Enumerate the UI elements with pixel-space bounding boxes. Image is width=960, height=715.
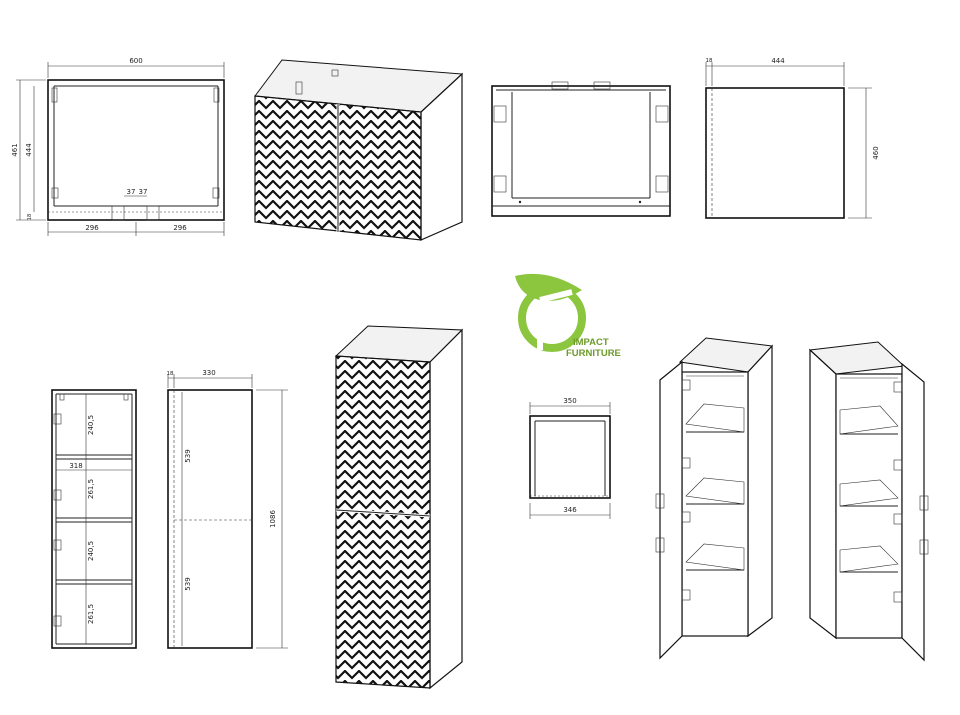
dim-tall-height: 1086	[269, 510, 277, 528]
dim-front-drain-left: 37	[127, 188, 136, 196]
dim-tall-side-depth: 330	[202, 369, 215, 377]
dim-front-drain-right: 37	[139, 188, 148, 196]
dim-tall-shelf-4: 261,5	[87, 604, 95, 624]
dim-side-depth: 444	[771, 57, 785, 65]
impact-furniture-logo-icon	[515, 273, 586, 352]
impact-furniture-logo: IMPACT FURNITURE	[515, 273, 621, 359]
dim-tall-shelf-2: 261,5	[87, 479, 95, 499]
dim-front-width: 600	[129, 57, 142, 65]
dim-front-bottom-gap: 18	[27, 214, 33, 220]
tall-cabinet-side-view: 18 330 539 539 1086	[167, 369, 288, 649]
tall-cabinet-open-left-view	[655, 337, 774, 660]
vanity-side-view: 18 444 460	[705, 57, 880, 219]
tall-cabinet-interior-view: 240,5 261,5 240,5 261,5 318	[51, 389, 137, 649]
tall-cabinet-top-view: 350 346	[529, 397, 611, 519]
dim-tall-side-panel: 18	[167, 371, 174, 377]
logo-line-2: FURNITURE	[566, 348, 621, 359]
logo-line-1: IMPACT	[573, 337, 609, 348]
dim-tall-door-lower: 539	[184, 577, 192, 590]
dim-top-inner: 346	[563, 506, 577, 514]
dim-side-height: 460	[872, 146, 880, 159]
dim-tall-shelf-3: 240,5	[87, 541, 95, 561]
tall-cabinet-open-right-view	[808, 341, 929, 662]
vanity-interior-view	[491, 81, 671, 217]
dim-front-half-left: 296	[85, 224, 99, 232]
dim-top-outer: 350	[563, 397, 576, 405]
dim-front-half-right: 296	[173, 224, 187, 232]
dim-tall-door-upper: 539	[184, 449, 192, 462]
dim-front-height-total: 461	[11, 143, 19, 156]
dim-tall-inner-width: 318	[69, 462, 82, 470]
dim-tall-shelf-1: 240,5	[87, 415, 95, 435]
vanity-perspective-view	[254, 59, 464, 241]
vanity-front-view: 600 461 444 18 296 296 37 37	[11, 57, 225, 236]
dim-front-height-inner: 444	[25, 143, 33, 157]
tall-cabinet-perspective-view	[334, 325, 464, 690]
dim-side-panel: 18	[706, 58, 713, 64]
